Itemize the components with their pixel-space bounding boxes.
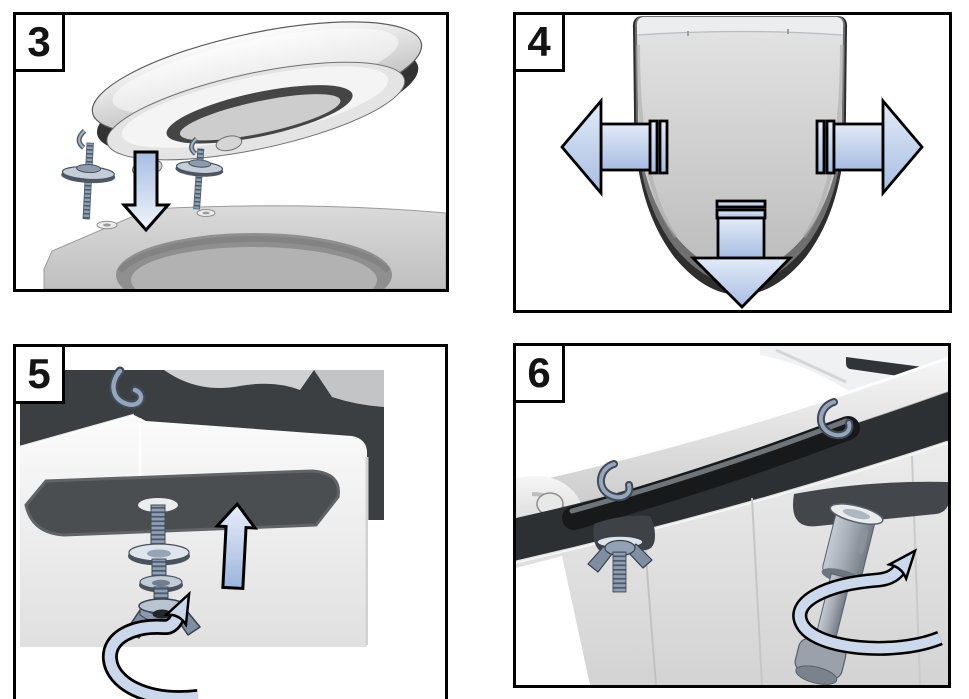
dome-washer	[139, 574, 183, 593]
wing-nut-tightening-illustration	[19, 366, 445, 699]
seat-lowering-illustration	[43, 21, 446, 289]
step-number-box: 4	[513, 12, 565, 72]
rotate-arrow-icon	[102, 618, 199, 699]
seat-hook	[109, 366, 146, 410]
ceramic-ledge	[19, 413, 445, 699]
fixing-screw-right	[175, 136, 224, 210]
toilet-bowl	[43, 205, 446, 289]
step-number: 6	[527, 349, 551, 396]
down-arrow-icon	[120, 150, 172, 233]
mounting-hole	[96, 220, 118, 230]
right-arrow-icon	[815, 97, 924, 197]
seat-lid-assembly	[91, 21, 423, 177]
wing-nut-bolt	[587, 515, 655, 593]
step-number: 3	[27, 18, 51, 65]
step-panel-3: 3	[13, 12, 449, 292]
seat-hook	[816, 398, 854, 440]
fixing-screw-left	[61, 128, 116, 220]
step-number: 4	[527, 18, 551, 65]
up-arrow-icon	[213, 501, 259, 591]
seat-hook	[596, 460, 634, 502]
step-number-box: 5	[13, 344, 65, 404]
down-arrow-icon	[689, 199, 794, 309]
step-panel-6: 6	[513, 343, 951, 688]
mounting-hole	[196, 209, 216, 217]
left-arrow-icon	[560, 97, 669, 197]
rotate-arrow-icon	[792, 570, 943, 656]
step-panel-5: 5	[13, 344, 448, 699]
flat-washer	[128, 543, 190, 566]
step-number-box: 3	[13, 12, 65, 72]
step-number: 5	[27, 350, 51, 397]
seat-top-view	[632, 16, 848, 295]
step-panel-4: 4	[513, 12, 952, 313]
seat-adjustment-illustration	[560, 16, 924, 309]
hinge-rod	[562, 416, 860, 530]
bolt-tightening-illustration	[516, 346, 948, 685]
step-number-box: 6	[513, 343, 565, 403]
